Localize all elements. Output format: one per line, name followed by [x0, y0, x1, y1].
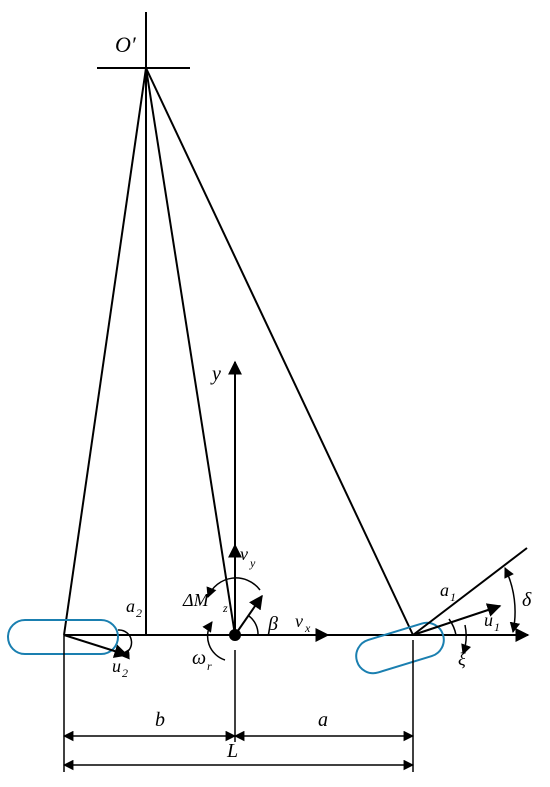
- steering-direction-line: [412, 547, 528, 636]
- vy-subscript: y: [249, 556, 256, 570]
- omega-arc: [202, 621, 226, 661]
- front-wheel-group: [355, 621, 445, 675]
- a2-arc: [117, 629, 133, 660]
- dim-L-label: L: [226, 740, 238, 762]
- xi-label: ξ: [458, 649, 466, 669]
- u2-arrow: [63, 634, 129, 658]
- velocity-arrow: [234, 594, 263, 636]
- u2-subscript: 2: [122, 666, 128, 680]
- u1-subscript: 1: [494, 620, 500, 634]
- delta-label: δ: [522, 589, 532, 611]
- a1-subscript: 1: [450, 590, 456, 604]
- xi-arc: [461, 624, 472, 655]
- radius-to-center-of-mass: [145, 67, 236, 636]
- moment-arc: [206, 577, 261, 598]
- a2-subscript: 2: [136, 606, 142, 620]
- dim-a-label: a: [318, 709, 328, 731]
- a1-arc: [448, 618, 457, 636]
- u1-label: u: [484, 610, 493, 630]
- y-axis-label: y: [210, 363, 221, 385]
- moment-label: ΔM: [182, 590, 210, 610]
- a2-label: a: [126, 596, 135, 616]
- radius-to-front-wheel: [145, 67, 414, 636]
- beta-label: β: [267, 613, 278, 635]
- beta-arc: [248, 615, 259, 636]
- u2-label: u: [112, 656, 121, 676]
- a1-label: a: [440, 580, 449, 600]
- u1-arrow: [412, 603, 502, 636]
- center-of-mass-dot: [229, 629, 241, 641]
- vx-subscript: x: [304, 621, 311, 635]
- vy-label: v: [240, 544, 248, 564]
- vx-label: v: [295, 611, 303, 631]
- moment-subscript: z: [222, 601, 228, 615]
- delta-arc: [504, 567, 521, 634]
- rear-wheel: [7, 619, 119, 655]
- radius-lines: [63, 67, 414, 636]
- omega-label: ω: [192, 647, 206, 669]
- front-wheel: [355, 621, 445, 675]
- omega-subscript: r: [207, 659, 212, 673]
- dimension-lines: [62, 635, 415, 772]
- dim-b-label: b: [155, 709, 165, 731]
- pole-crosshair: [97, 12, 190, 69]
- radius-to-rear-wheel: [63, 67, 147, 636]
- pole-label: O′: [115, 32, 137, 57]
